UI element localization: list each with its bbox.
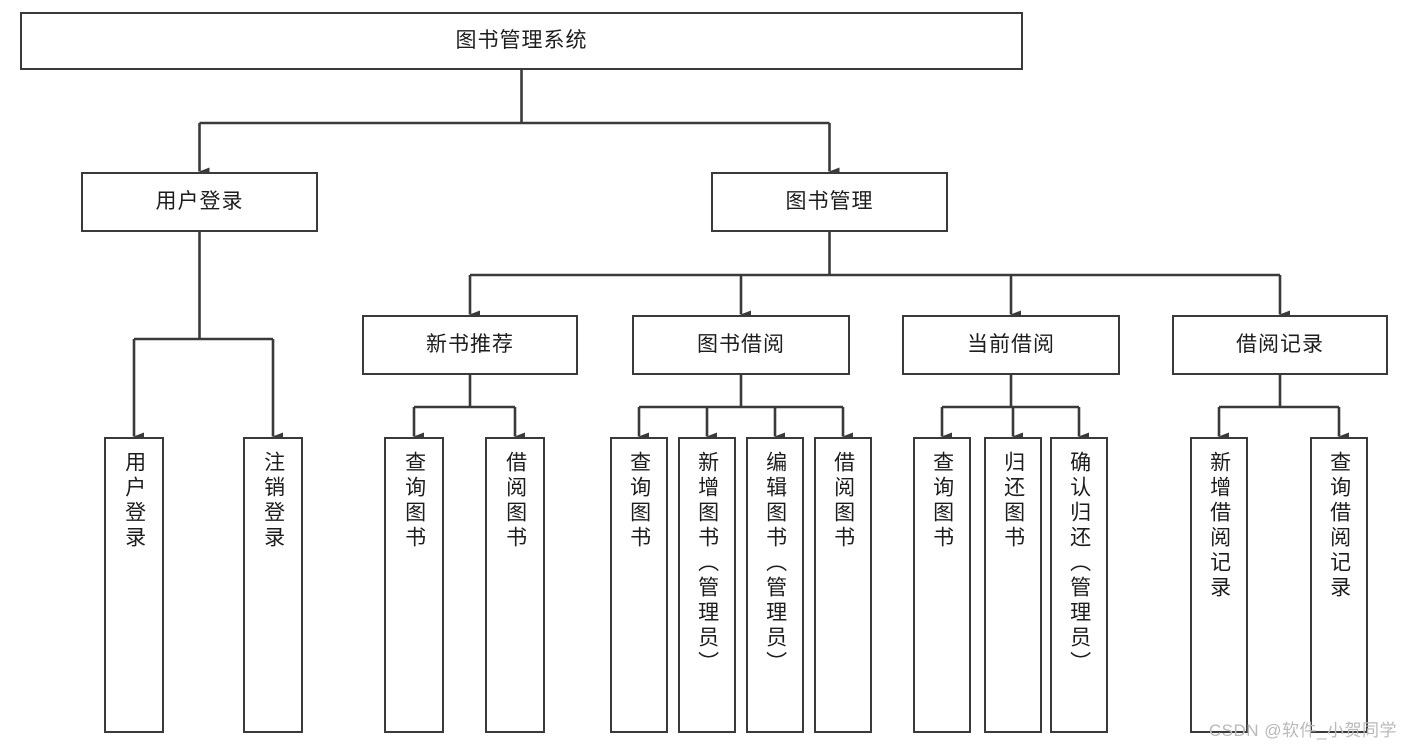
node-leaf_cb_query[interactable]: 查询图书: [913, 437, 971, 733]
node-label: 归还图书: [1001, 451, 1025, 551]
node-borrow_record[interactable]: 借阅记录: [1172, 315, 1388, 375]
node-label: 确认归还（管理员）: [1067, 451, 1091, 676]
node-leaf_br_query[interactable]: 查询借阅记录: [1310, 437, 1368, 733]
node-leaf_user_login[interactable]: 用户登录: [104, 437, 164, 733]
node-label: 查询图书: [402, 451, 426, 551]
node-current_borrow[interactable]: 当前借阅: [902, 315, 1120, 375]
node-user_login[interactable]: 用户登录: [81, 172, 318, 232]
node-leaf_br_add[interactable]: 新增借阅记录: [1190, 437, 1248, 733]
node-label: 当前借阅: [967, 333, 1055, 357]
node-label: 查询图书: [627, 451, 651, 551]
node-label: 用户登录: [155, 190, 244, 214]
node-label: 借阅记录: [1236, 333, 1324, 357]
node-leaf_bb_query[interactable]: 查询图书: [610, 437, 668, 733]
node-book_borrow[interactable]: 图书借阅: [632, 315, 850, 375]
node-label: 新书推荐: [426, 333, 514, 357]
node-label: 注销登录: [261, 451, 285, 551]
node-leaf_cb_return[interactable]: 归还图书: [984, 437, 1042, 733]
node-leaf_nb_query[interactable]: 查询图书: [384, 437, 444, 733]
node-leaf_nb_borrow[interactable]: 借阅图书: [485, 437, 545, 733]
node-leaf_bb_add[interactable]: 新增图书（管理员）: [678, 437, 736, 733]
node-label: 查询借阅记录: [1327, 451, 1351, 601]
node-leaf_logout[interactable]: 注销登录: [243, 437, 303, 733]
node-label: 图书管理: [785, 190, 874, 214]
node-new_book_rec[interactable]: 新书推荐: [362, 315, 578, 375]
node-label: 借阅图书: [503, 451, 527, 551]
node-label: 新增借阅记录: [1207, 451, 1231, 601]
node-label: 借阅图书: [831, 451, 855, 551]
node-leaf_bb_edit[interactable]: 编辑图书（管理员）: [746, 437, 804, 733]
node-leaf_cb_confirm[interactable]: 确认归还（管理员）: [1050, 437, 1108, 733]
node-label: 用户登录: [122, 451, 146, 551]
watermark: CSDN @软件_小贺同学: [1208, 721, 1397, 740]
node-label: 图书借阅: [697, 333, 785, 357]
node-label: 查询图书: [930, 451, 954, 551]
node-label: 编辑图书（管理员）: [763, 451, 787, 676]
node-label: 新增图书（管理员）: [695, 451, 719, 676]
node-leaf_bb_borrow[interactable]: 借阅图书: [814, 437, 872, 733]
node-root[interactable]: 图书管理系统: [20, 12, 1023, 70]
node-label: 图书管理系统: [455, 29, 588, 53]
node-book_manage[interactable]: 图书管理: [711, 172, 948, 232]
